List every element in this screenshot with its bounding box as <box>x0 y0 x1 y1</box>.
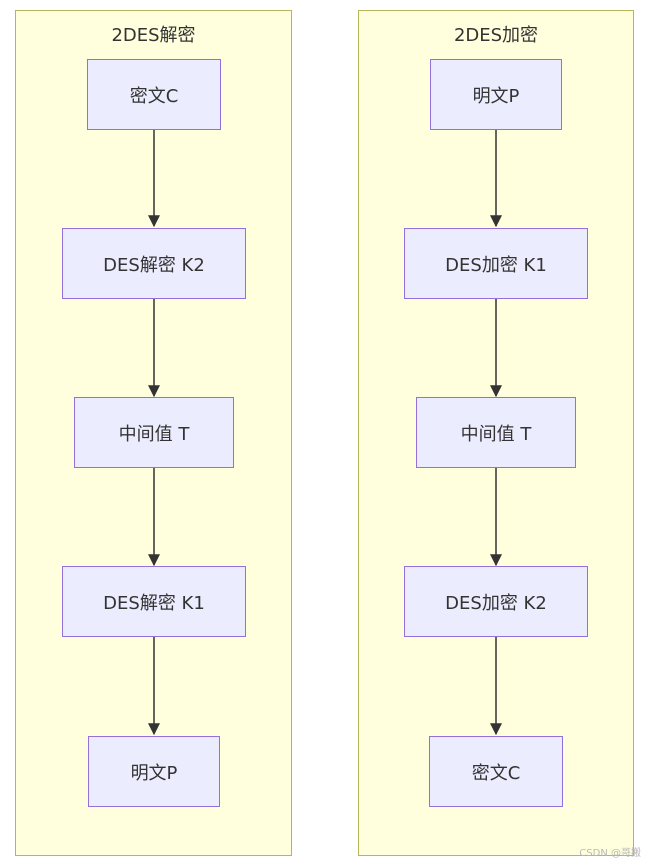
node-des-encrypt-k1: DES加密 K1 <box>404 228 588 299</box>
node-plaintext-p-decrypt: 明文P <box>88 736 220 807</box>
node-des-decrypt-k2: DES解密 K2 <box>62 228 246 299</box>
node-ciphertext-c-encrypt: 密文C <box>429 736 563 807</box>
node-plaintext-p-encrypt: 明文P <box>430 59 562 130</box>
cluster-title-decrypt: 2DES解密 <box>111 25 196 46</box>
watermark: CSDN @哥搬 <box>579 848 641 859</box>
node-des-encrypt-k2: DES加密 K2 <box>404 566 588 637</box>
node-intermediate-t-encrypt: 中间值 T <box>416 397 576 468</box>
node-des-decrypt-k1: DES解密 K1 <box>62 566 246 637</box>
cluster-title-encrypt: 2DES加密 <box>453 25 539 46</box>
node-intermediate-t-decrypt: 中间值 T <box>74 397 234 468</box>
node-ciphertext-c-decrypt: 密文C <box>87 59 221 130</box>
